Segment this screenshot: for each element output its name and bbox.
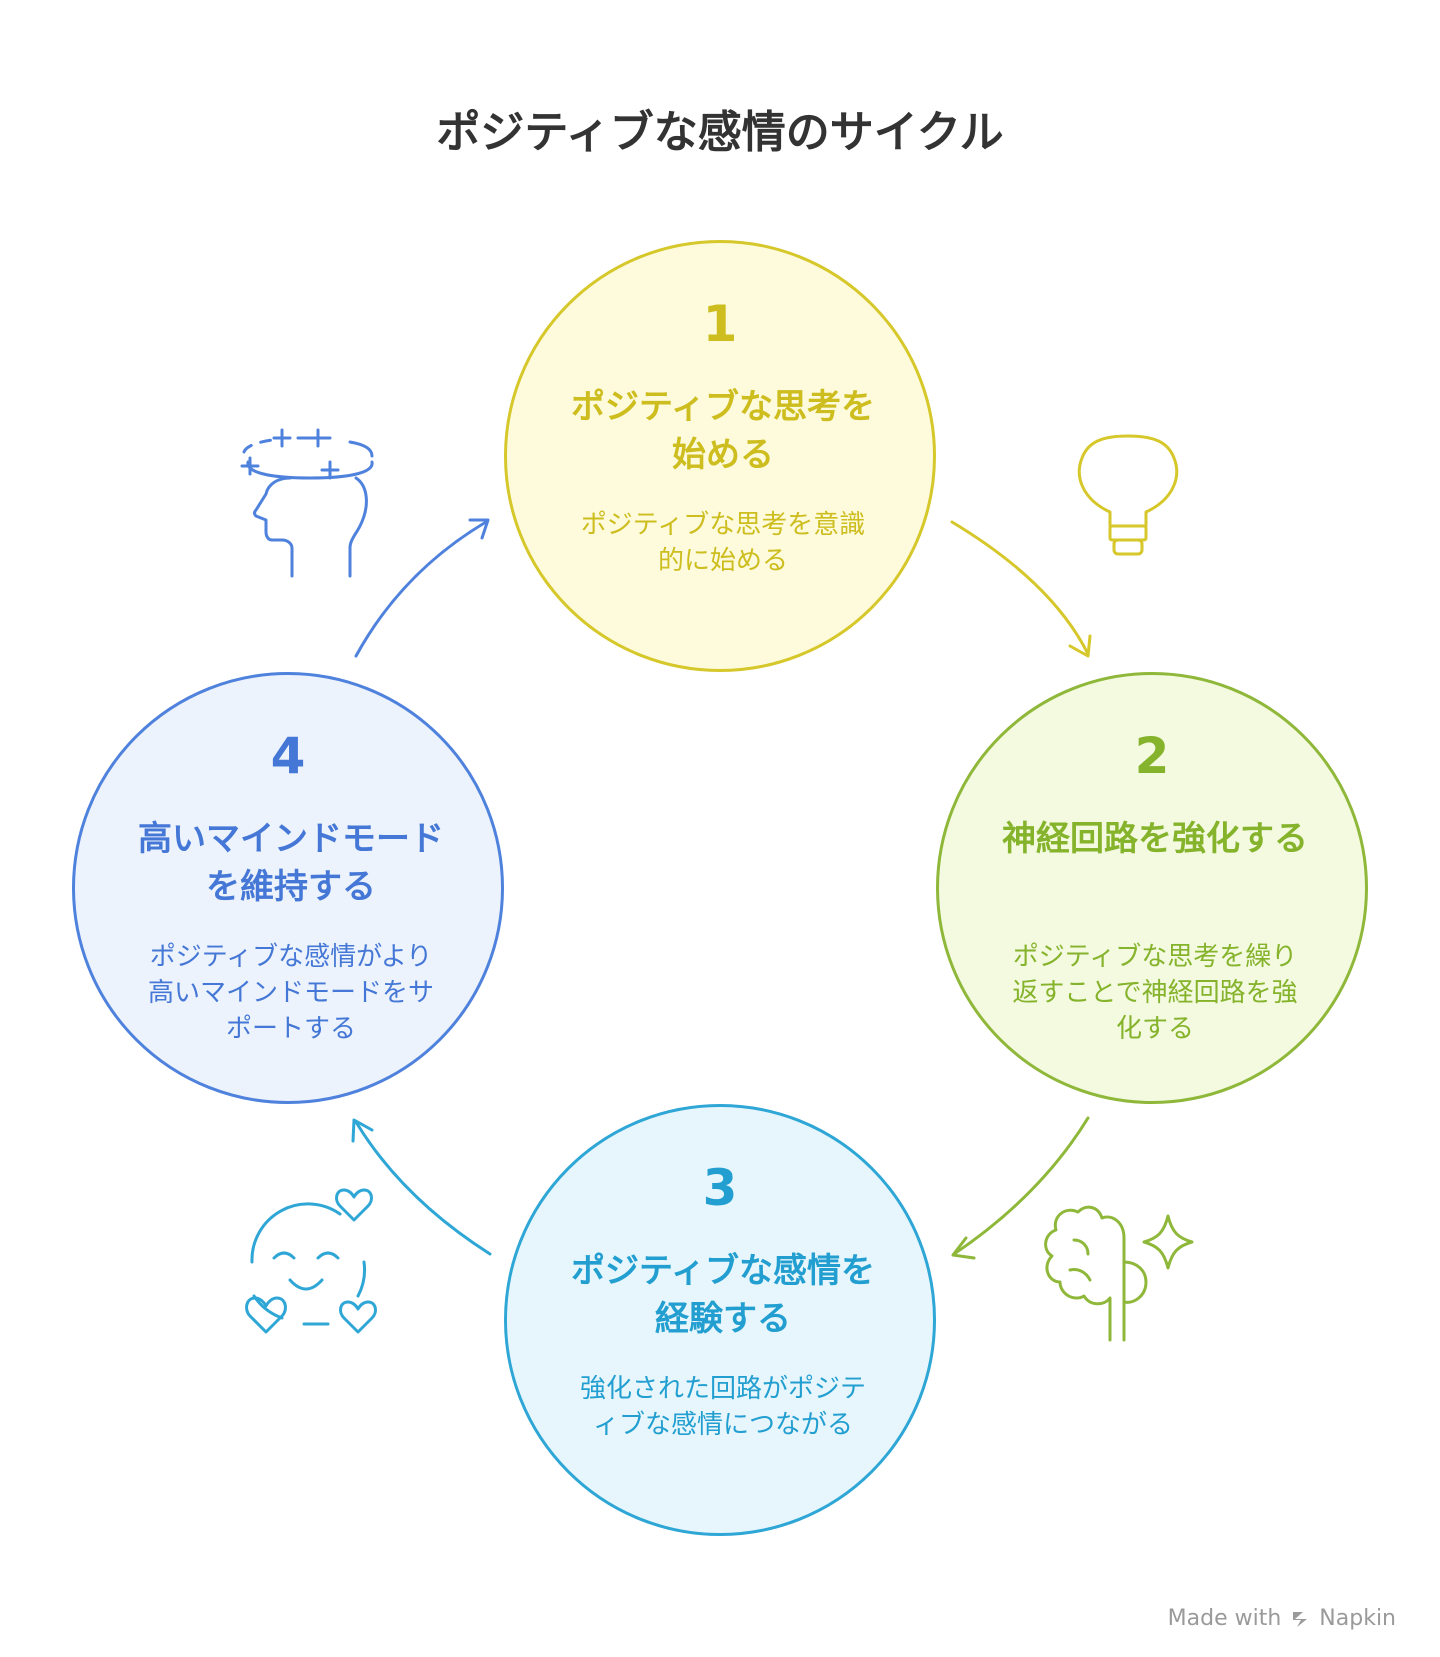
- napkin-brand: Napkin: [1319, 1606, 1396, 1631]
- step-description: ポジティブな思考を繰り返すことで神経回路を強化する: [1012, 942, 1298, 1044]
- page-title: ポジティブな感情のサイクル: [436, 107, 1004, 158]
- lightbulb-icon: [1077, 434, 1179, 556]
- made-with-label: Made with: [1167, 1606, 1282, 1631]
- napkin-logo-icon: [1293, 1611, 1308, 1627]
- step-number: 2: [1134, 727, 1170, 785]
- step-title: ポジティブな感情を経験する: [571, 1251, 875, 1339]
- arrow-4-to-1: [354, 518, 490, 658]
- step-1-circle: 1 ポジティブな思考を始める ポジティブな思考を意識的に始める: [504, 240, 936, 672]
- arrow-2-to-3: [951, 1116, 1090, 1260]
- step-number: 3: [702, 1159, 738, 1217]
- brain-sparkle-icon: [1044, 1205, 1194, 1342]
- arrow-1-to-2: [950, 520, 1092, 658]
- head-halo-icon: [240, 428, 374, 578]
- step-title: 高いマインドモードを維持する: [138, 819, 444, 907]
- napkin-watermark: Made with Napkin: [1168, 1606, 1396, 1631]
- step-title: 神経回路を強化する: [1002, 819, 1308, 859]
- step-title: ポジティブな思考を始める: [571, 387, 875, 475]
- step-2-circle: 2 神経回路を強化する ポジティブな思考を繰り返すことで神経回路を強化する: [936, 672, 1368, 1104]
- step-3-circle: 3 ポジティブな感情を経験する 強化された回路がポジティブな感情につながる: [504, 1104, 936, 1536]
- smiley-hearts-icon: [245, 1188, 377, 1334]
- step-number: 4: [270, 727, 306, 785]
- step-4-circle: 4 高いマインドモードを維持する ポジティブな感情がより高いマインドモードをサポ…: [72, 672, 504, 1104]
- step-number: 1: [702, 295, 738, 353]
- step-description: 強化された回路がポジティブな感情につながる: [579, 1374, 866, 1440]
- arrow-3-to-4: [351, 1118, 492, 1256]
- step-description: ポジティブな感情がより高いマインドモードをサポートする: [147, 942, 434, 1044]
- step-description: ポジティブな思考を意識的に始める: [580, 510, 866, 576]
